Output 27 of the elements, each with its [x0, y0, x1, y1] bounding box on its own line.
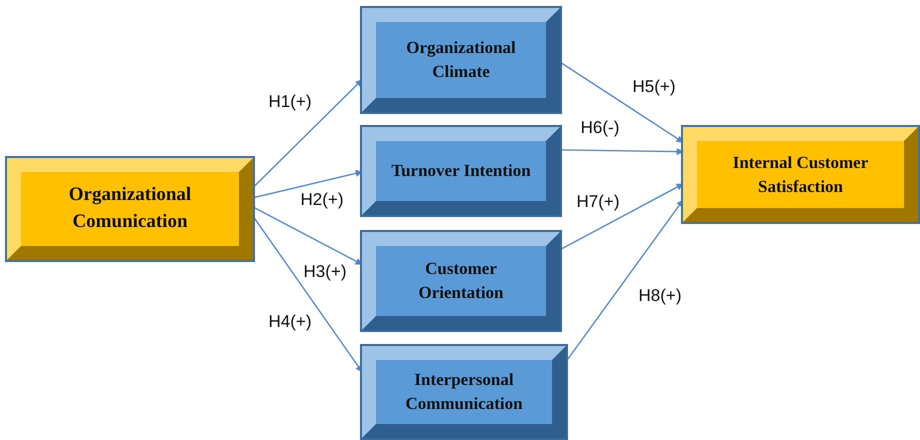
- edge-label: H3(+): [302, 262, 348, 282]
- arrow: [252, 206, 363, 265]
- node-label: Organizational Comunication: [68, 183, 192, 234]
- edge-label: H8(+): [636, 286, 684, 306]
- node-label: Organizational Climate: [405, 37, 517, 83]
- node-label: Customer Orientation: [418, 258, 504, 304]
- bevel-box: [362, 232, 560, 330]
- node-label: Internal Customer Satisfaction: [732, 152, 870, 198]
- arrow: [560, 183, 684, 250]
- arrow: [252, 170, 363, 198]
- edge-label: H7(+): [574, 192, 622, 212]
- edge-label: H2(+): [298, 190, 346, 210]
- bevel-box: [683, 127, 918, 222]
- bevel-box: [362, 346, 566, 438]
- bevel-box: [362, 8, 560, 112]
- node-label: Interpersonal Communication: [404, 369, 524, 415]
- node-label: Turnover Intention: [390, 160, 532, 182]
- edge-label: H1(+): [266, 92, 314, 112]
- bevel-box: [7, 158, 253, 260]
- arrow: [252, 79, 362, 188]
- edge-label: H5(+): [630, 77, 678, 97]
- arrow: [565, 200, 684, 362]
- edge-label: H4(+): [266, 312, 314, 332]
- arrow: [560, 62, 684, 143]
- arrow: [560, 148, 684, 156]
- bevel-box: [362, 127, 560, 215]
- arrow: [252, 216, 363, 372]
